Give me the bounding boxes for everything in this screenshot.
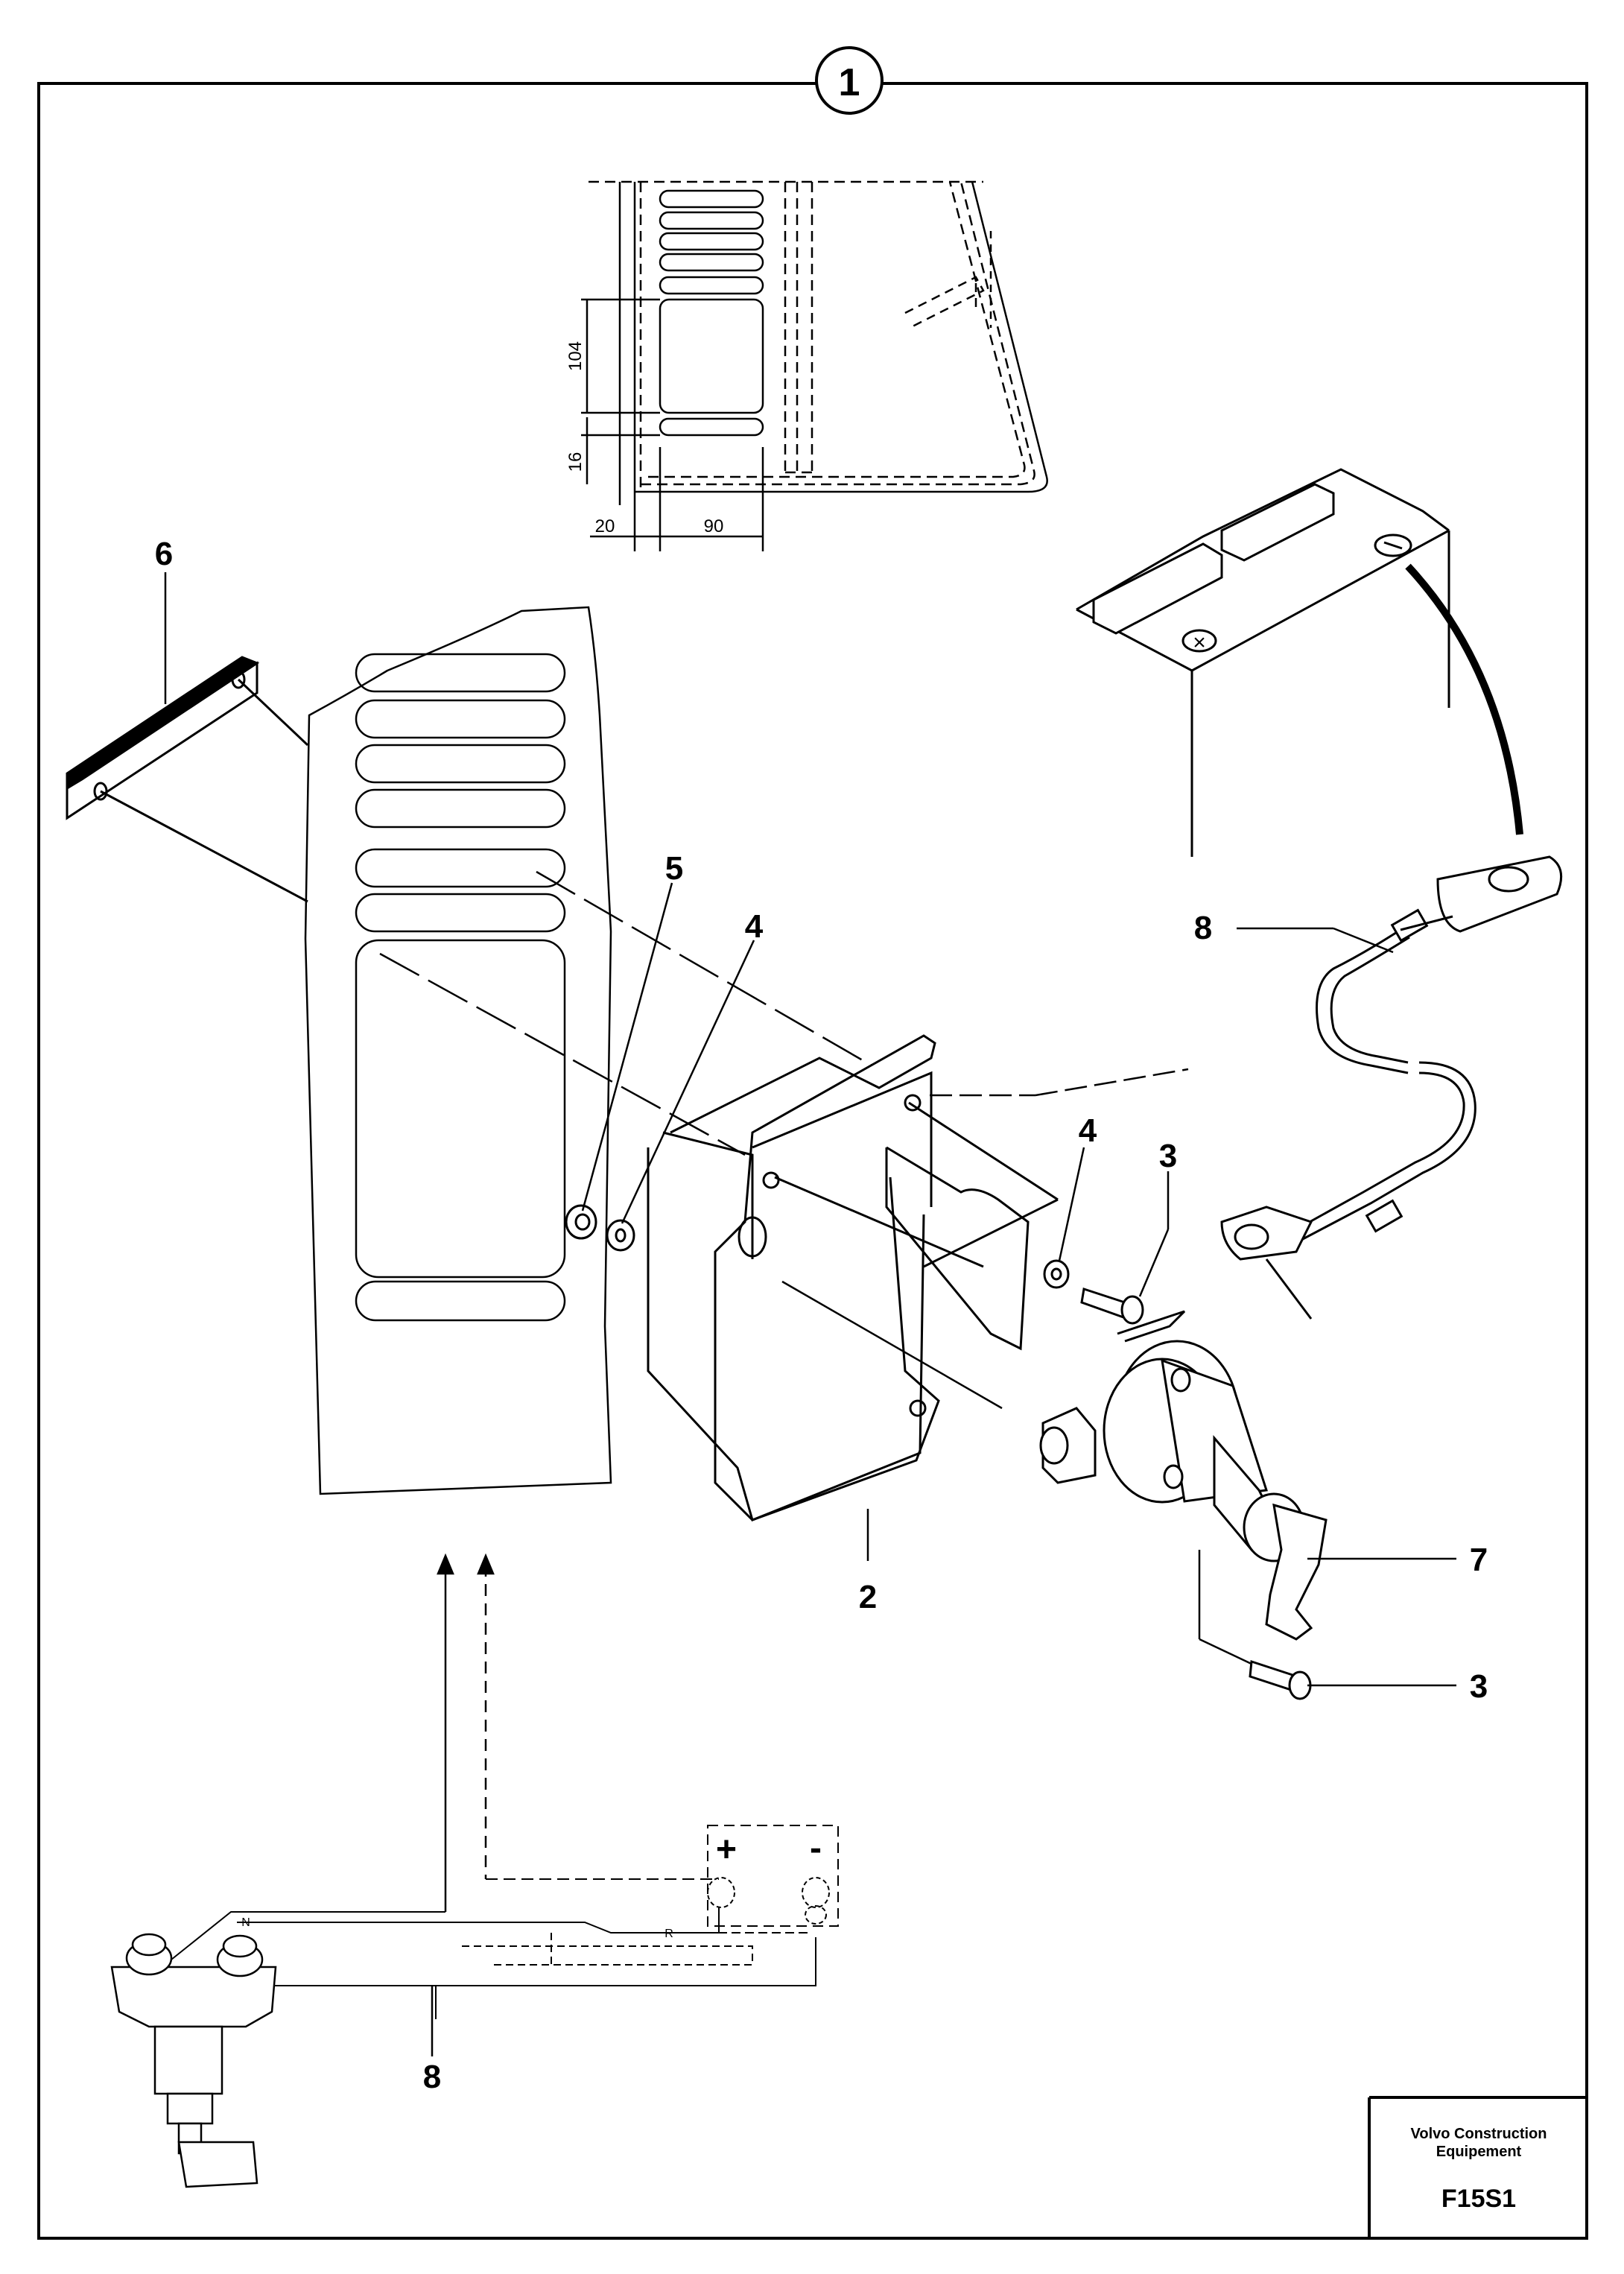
company-name-line2: Equipement — [1436, 2144, 1522, 2160]
view-number: 1 — [839, 61, 860, 104]
drawing-frame — [37, 82, 1588, 2240]
dimension-104: 104 — [565, 341, 586, 371]
view-number-badge: 1 — [815, 46, 884, 115]
schematic-wire-n: N — [241, 1916, 250, 1929]
title-block: Volvo Construction Equipement F15S1 — [1411, 2126, 1547, 2213]
callout-8-upper: 8 — [1194, 910, 1212, 946]
cutout-detail-view — [581, 180, 1048, 551]
callout-3-upper: 3 — [1159, 1138, 1177, 1174]
dimension-90: 90 — [704, 516, 724, 536]
part-callouts — [164, 572, 1456, 2056]
bolt-upper — [1080, 1288, 1144, 1325]
battery: × — [1076, 468, 1450, 857]
callout-7: 7 — [1470, 1542, 1488, 1578]
callout-2: 2 — [859, 1579, 877, 1615]
callout-6: 6 — [155, 536, 173, 572]
callout-4-right: 4 — [1079, 1112, 1097, 1149]
exploded-leaders — [379, 870, 1271, 1674]
callout-8-lower: 8 — [423, 2059, 441, 2095]
drawing-code: F15S1 — [1441, 2185, 1516, 2213]
bolt-lower — [1249, 1659, 1312, 1700]
battery-cable — [1220, 563, 1563, 1320]
washer-right — [1043, 1259, 1070, 1289]
callout-3-lower: 3 — [1470, 1668, 1488, 1705]
dimension-20: 20 — [595, 516, 615, 536]
callout-4-left: 4 — [745, 908, 764, 945]
louvred-panel — [304, 606, 612, 1495]
mounting-plate — [66, 656, 309, 903]
dimension-16: 16 — [565, 452, 586, 472]
schematic-minus: - — [810, 1828, 822, 1868]
washer-left — [606, 1219, 635, 1252]
callout-5: 5 — [665, 850, 683, 887]
svg-text:×: × — [1193, 630, 1206, 655]
schematic-plus: + — [716, 1830, 737, 1869]
company-name-line1: Volvo Construction — [1411, 2126, 1547, 2142]
schematic-wire-r: R — [664, 1928, 673, 1940]
battery-isolator-switch — [1039, 1310, 1328, 1641]
switch-bracket — [647, 1034, 1059, 1521]
nut — [565, 1204, 597, 1240]
schematic-switch-symbol — [110, 1933, 277, 2188]
circuit-arrows — [437, 1553, 495, 1912]
